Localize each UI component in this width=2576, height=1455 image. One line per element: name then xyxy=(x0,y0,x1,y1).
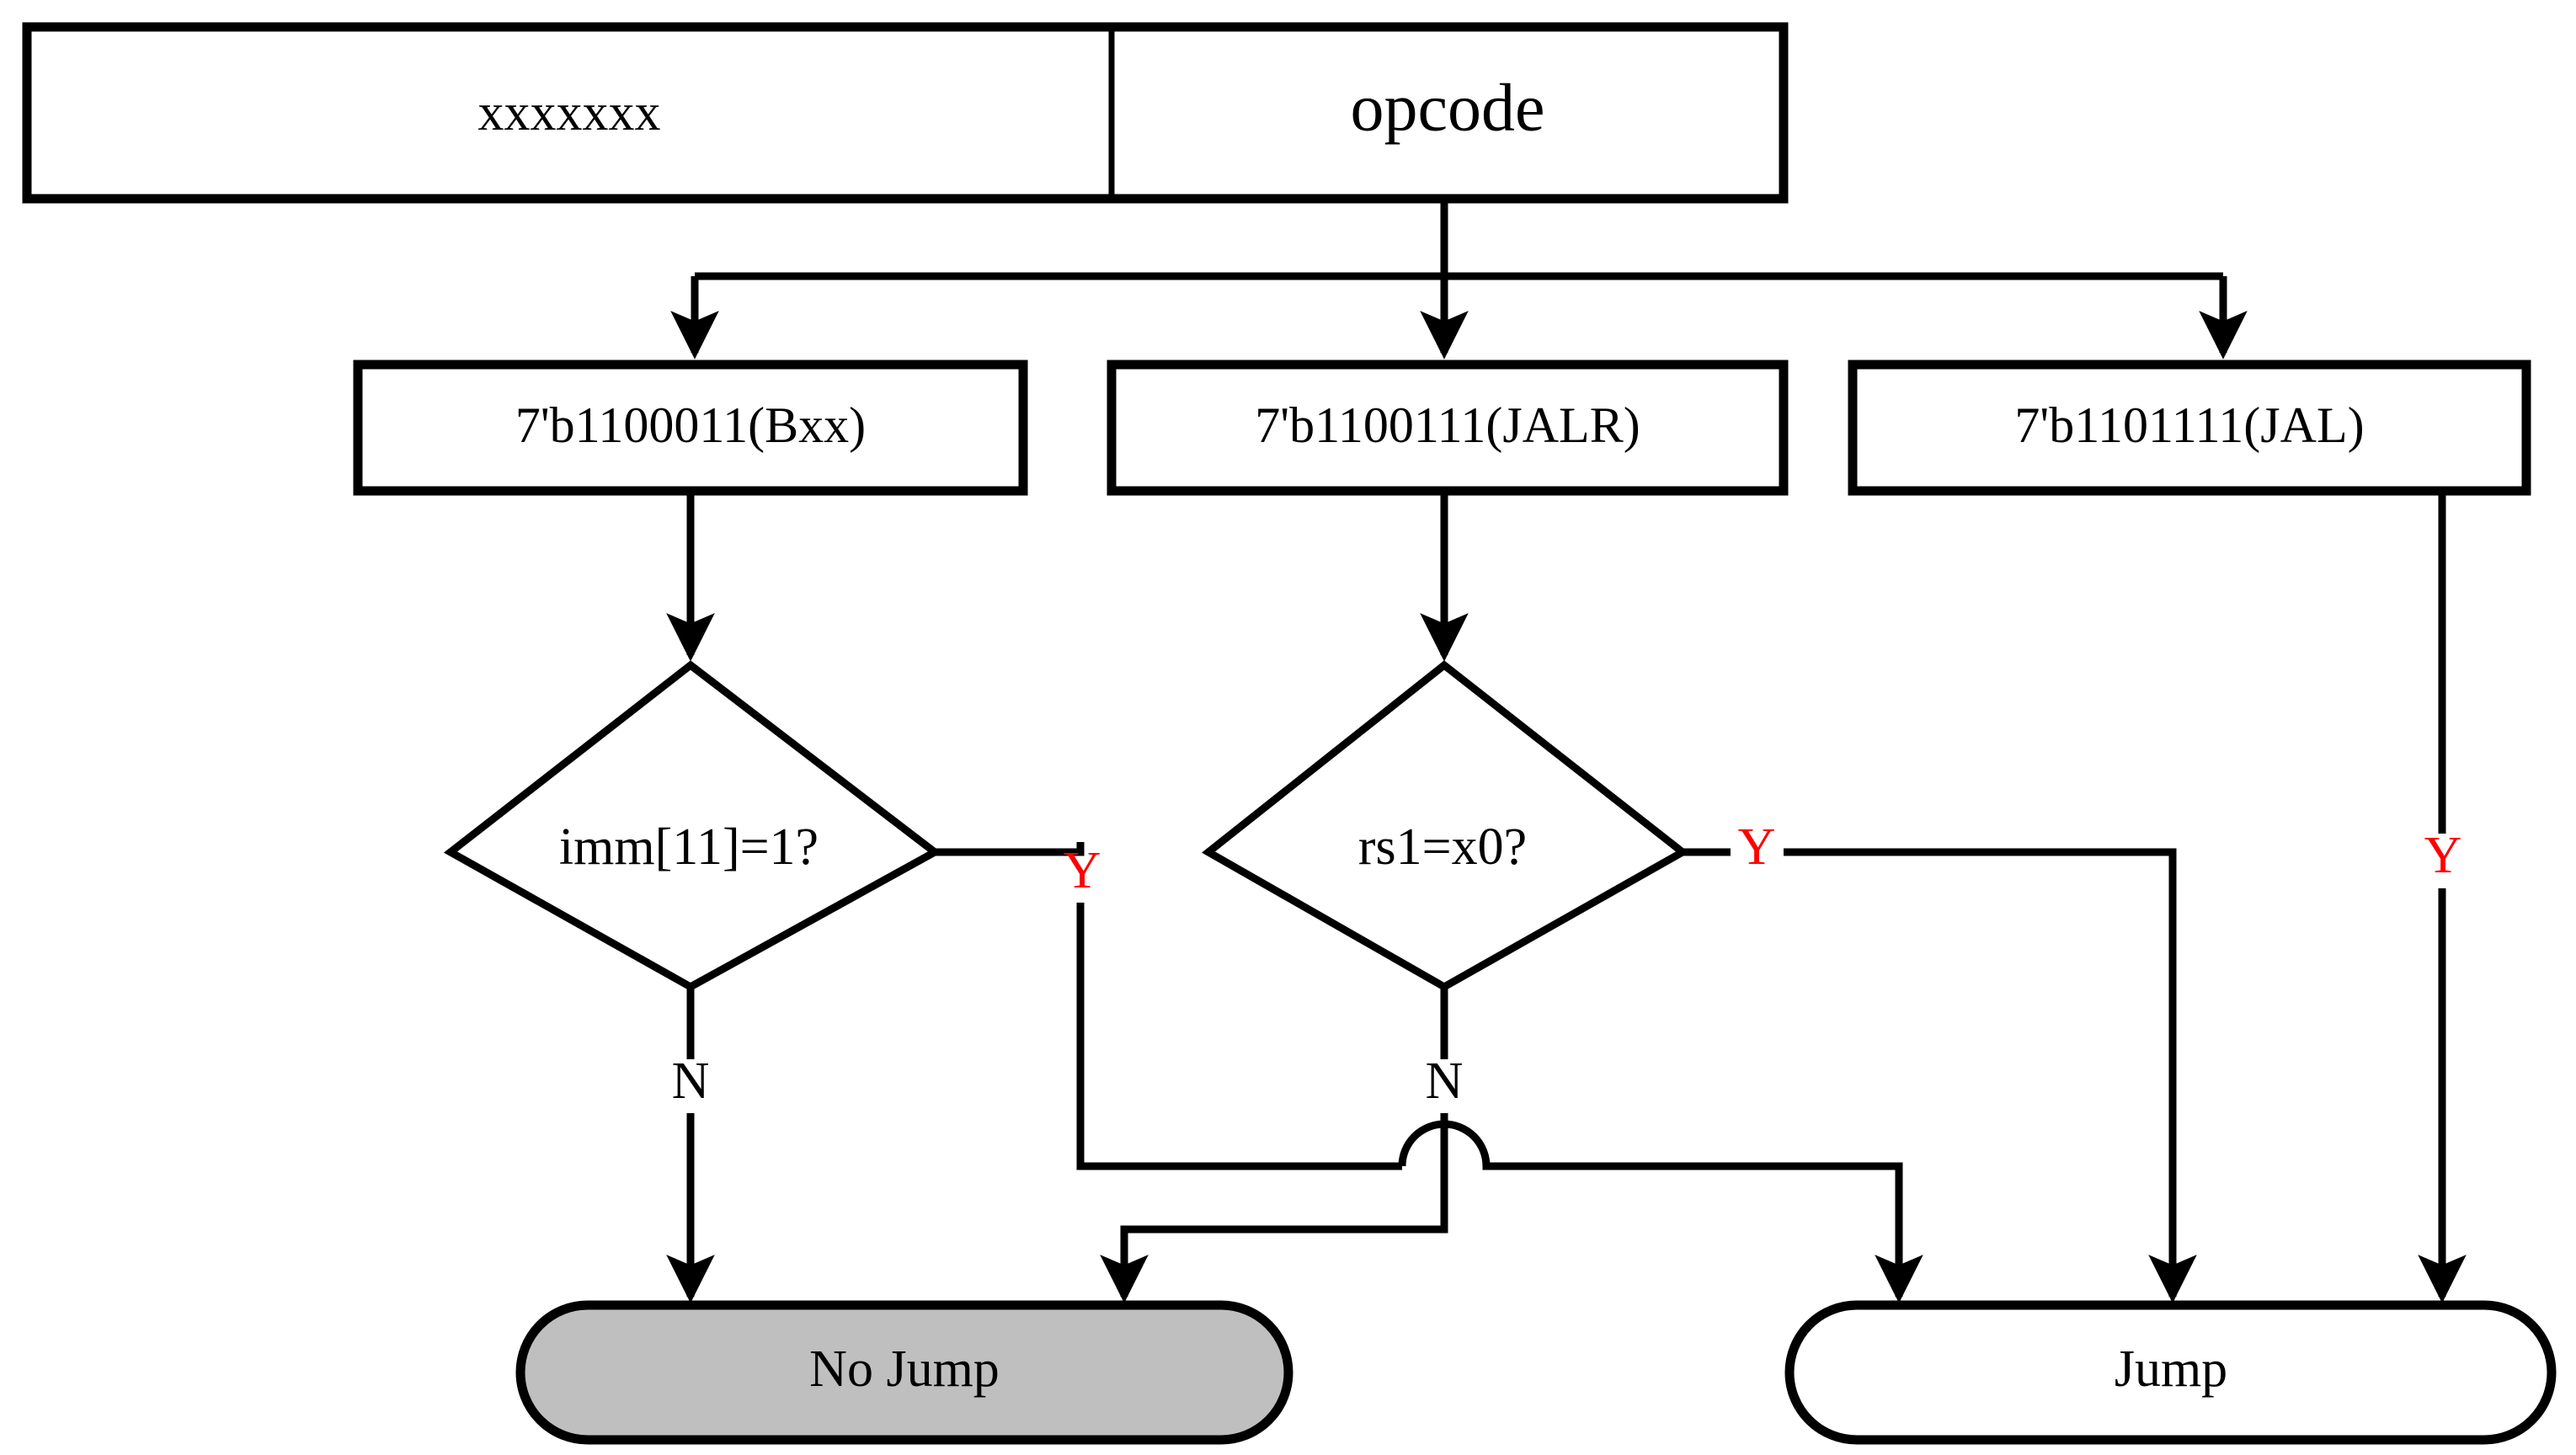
instruction-word-outline xyxy=(22,22,1789,204)
edge-imm-yes xyxy=(935,842,1402,1170)
terminal-no-jump[interactable]: No Jump xyxy=(515,1300,1293,1445)
terminal-jump-label: Jump xyxy=(2115,1340,2227,1398)
field-opcode-label: opcode xyxy=(1350,71,1544,145)
decision-rs1-label: rs1=x0? xyxy=(1358,818,1527,876)
edge-rs1-yes-to-jump xyxy=(1784,848,2197,1303)
case-jalr-label: 7'b1100111(JALR) xyxy=(1255,397,1640,453)
edge-imm-yes-hop-to-jump xyxy=(1398,1120,1923,1303)
opcode-case-jalr[interactable]: 7'b1100111(JALR) xyxy=(1107,360,1789,496)
edge-rs1-no xyxy=(1100,987,1448,1303)
decision-imm-label: imm[11]=1? xyxy=(559,818,819,876)
field-other-label: xxxxxxx xyxy=(478,84,661,141)
opcode-case-bxx[interactable]: 7'b1100011(Bxx) xyxy=(353,360,1028,496)
edge-rs1-no-to-nojump xyxy=(1100,1113,1448,1303)
instruction-word-bar: xxxxxxx opcode xyxy=(22,22,1789,204)
case-bxx-box[interactable] xyxy=(353,360,1028,496)
decision-rs1[interactable]: rs1=x0? xyxy=(1201,660,1690,992)
terminal-no-jump-label: No Jump xyxy=(809,1340,1000,1398)
case-jal-label: 7'b1101111(JAL) xyxy=(2014,397,2364,453)
edge-rs1-yes-label: Y xyxy=(1738,818,1776,876)
case-bxx-label: 7'b1100011(Bxx) xyxy=(515,397,866,453)
case-jal-box[interactable] xyxy=(1848,360,2531,496)
edge-imm-yes-label: Y xyxy=(1064,842,1101,899)
terminal-no-jump-shape[interactable] xyxy=(515,1300,1293,1445)
edge-rs1-yes xyxy=(1683,848,2197,1303)
decision-imm[interactable]: imm[11]=1? xyxy=(443,660,942,992)
opcode-case-jal[interactable]: 7'b1101111(JAL) xyxy=(1848,360,2531,496)
edge-jal-yes-label: Y xyxy=(2424,827,2462,884)
edge-imm-no-label: N xyxy=(672,1053,710,1110)
edge-rs1-no-label: N xyxy=(1426,1053,1464,1110)
terminal-jump-shape[interactable] xyxy=(1784,1300,2557,1445)
opcode-fanout-bus xyxy=(670,199,2248,360)
terminal-jump[interactable]: Jump xyxy=(1784,1300,2557,1445)
edge-imm-yes-stub xyxy=(935,842,1085,856)
case-jalr-box[interactable] xyxy=(1107,360,1789,496)
edge-imm-yes-run xyxy=(1076,903,1402,1170)
